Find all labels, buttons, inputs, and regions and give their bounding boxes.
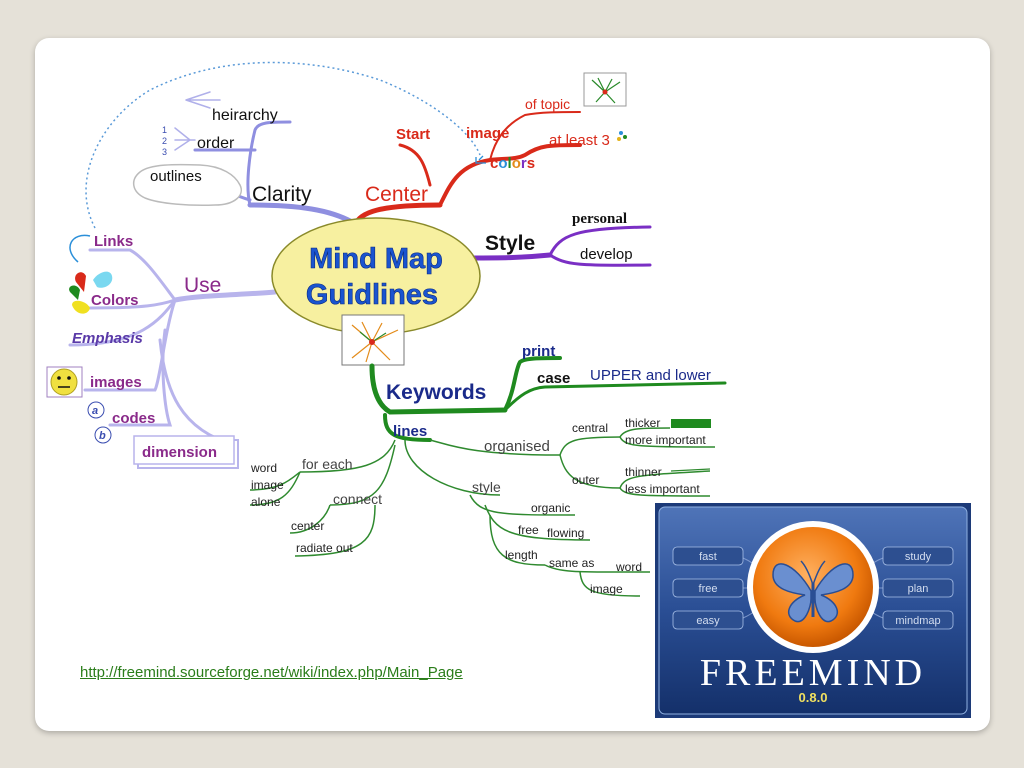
- freemind-logo: fast free easy study plan mindmap FREEMI…: [655, 503, 971, 718]
- colors-o2: o: [512, 155, 521, 172]
- outer-label: outer: [572, 473, 599, 487]
- colors-use-label: Colors: [91, 292, 139, 309]
- for-each-label: for each: [302, 456, 353, 472]
- logo-version: 0.8.0: [799, 690, 828, 705]
- clarity-label: Clarity: [252, 183, 312, 206]
- emphasis-label: Emphasis: [72, 330, 143, 347]
- colors-l: l: [508, 155, 512, 172]
- central-label: central: [572, 421, 608, 435]
- radiate-out-label: radiate out: [296, 541, 353, 555]
- style-label: Style: [485, 232, 535, 255]
- logo-button-free: free: [699, 583, 718, 595]
- keywords-label: Keywords: [386, 381, 486, 404]
- logo-button-mindmap: mindmap: [895, 615, 940, 627]
- logo-brand-text: FREEMIND: [700, 652, 926, 694]
- of-topic-label: of topic: [525, 96, 570, 112]
- image-label: image: [466, 125, 509, 142]
- dimension-box: dimension: [133, 435, 239, 469]
- heirarchy-label: heirarchy: [212, 107, 278, 124]
- color-splash-icon: [69, 271, 113, 314]
- code-b-icon: b: [94, 426, 112, 444]
- images-use-label: images: [90, 374, 142, 391]
- central-title-line2: Guidlines: [306, 279, 438, 311]
- thicker-label: thicker: [625, 416, 660, 430]
- word2-label: word: [615, 560, 642, 574]
- at-least-3-label: at least 3: [549, 132, 610, 149]
- logo-right-buttons: study plan mindmap: [882, 546, 954, 630]
- same-as-label: same as: [549, 556, 594, 570]
- chart-icon: [475, 155, 486, 164]
- organised-label: organised: [484, 438, 550, 455]
- print-label: print: [522, 343, 555, 360]
- dimension-label: dimension: [142, 444, 217, 461]
- tree-thumbnail-icon: [583, 72, 627, 107]
- connect-label: connect: [333, 491, 382, 507]
- dots-icon: [617, 131, 627, 141]
- personal-label: personal: [572, 211, 627, 227]
- thinner-label: thinner: [625, 465, 662, 479]
- use-branch: [68, 248, 278, 447]
- order-number-3: 3: [162, 147, 167, 157]
- word-label: word: [250, 461, 277, 475]
- logo-button-study: study: [905, 551, 932, 563]
- free-label: free: [518, 523, 539, 537]
- central-tree-icon: [341, 314, 405, 366]
- image-kw-label: image: [251, 478, 284, 492]
- center-kw-label: center: [291, 519, 324, 533]
- start-label: Start: [396, 126, 430, 143]
- freemind-wiki-link[interactable]: http://freemind.sourceforge.net/wiki/ind…: [80, 664, 463, 681]
- order-number-1: 1: [162, 125, 167, 135]
- codes-label: codes: [112, 410, 155, 427]
- outlines-label: outlines: [150, 168, 202, 185]
- colors-c: c: [490, 155, 498, 172]
- length-label: length: [505, 548, 538, 562]
- alone-label: alone: [251, 495, 281, 509]
- more-important-label: more important: [625, 433, 706, 447]
- logo-button-easy: easy: [696, 615, 720, 627]
- code-a-icon: a: [87, 401, 105, 419]
- lines-label: lines: [393, 423, 427, 440]
- organic-label: organic: [531, 501, 570, 515]
- less-important-label: less important: [625, 482, 700, 496]
- smiley-face-icon: [46, 366, 83, 398]
- logo-left-buttons: fast free easy: [672, 546, 744, 630]
- order-number-2: 2: [162, 136, 167, 146]
- colors-r: r: [521, 155, 527, 172]
- clarity-branch: [174, 91, 355, 225]
- outlines-cloud: [133, 163, 242, 206]
- style-branch: [467, 225, 652, 267]
- butterfly-orb-icon: [747, 521, 879, 653]
- colors-o: o: [498, 155, 507, 172]
- thinner-line: [670, 468, 711, 472]
- svg-text:a: a: [92, 405, 98, 417]
- image2-label: image: [590, 582, 623, 596]
- thicker-bar: [671, 419, 711, 428]
- colors-s: s: [527, 155, 535, 172]
- central-title-line1: Mind Map: [309, 243, 443, 275]
- logo-button-fast: fast: [699, 551, 717, 563]
- style-kw-label: style: [472, 479, 501, 495]
- colors-label: colors: [490, 155, 535, 172]
- use-label: Use: [184, 274, 221, 297]
- keywords-branch: [369, 356, 727, 442]
- upper-lower-label: UPPER and lower: [590, 367, 711, 384]
- case-label: case: [537, 370, 570, 387]
- lines-subbranches: [249, 427, 716, 597]
- links-arrow: [69, 234, 91, 263]
- links-label: Links: [94, 233, 133, 250]
- center-branch-label: Center: [365, 183, 428, 206]
- svg-text:b: b: [99, 430, 106, 442]
- logo-button-plan: plan: [908, 583, 929, 595]
- flowing-label: flowing: [547, 526, 584, 540]
- order-label: order: [197, 135, 235, 152]
- develop-label: develop: [580, 246, 633, 263]
